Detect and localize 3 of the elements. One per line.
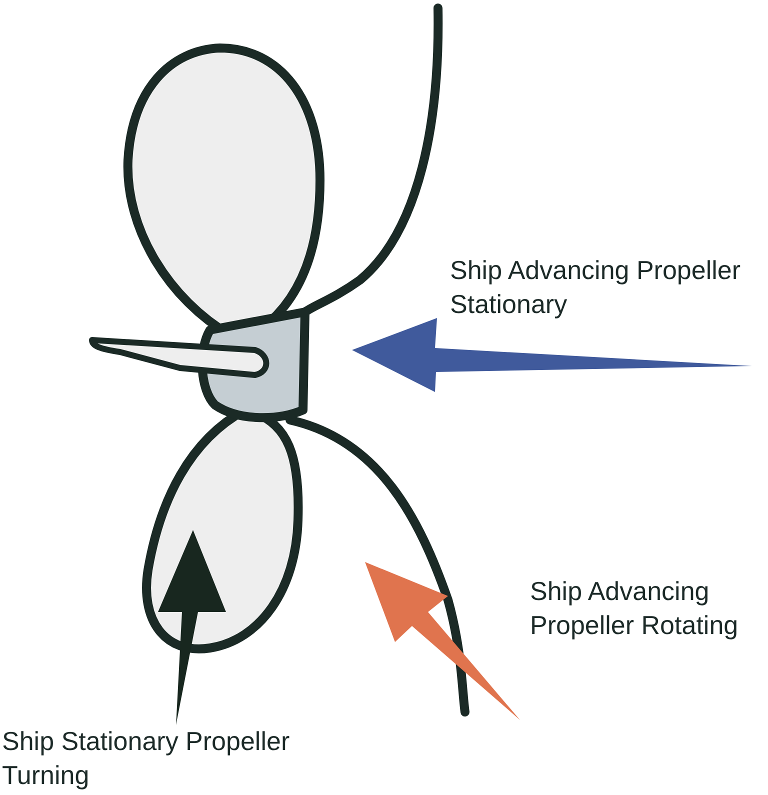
flow-label: Ship Advancing Propeller Stationary (450, 254, 742, 321)
flow-label: Ship Advancing Propeller Rotating (530, 575, 740, 642)
flow-label: Ship Stationary Propeller Turning (2, 725, 291, 792)
